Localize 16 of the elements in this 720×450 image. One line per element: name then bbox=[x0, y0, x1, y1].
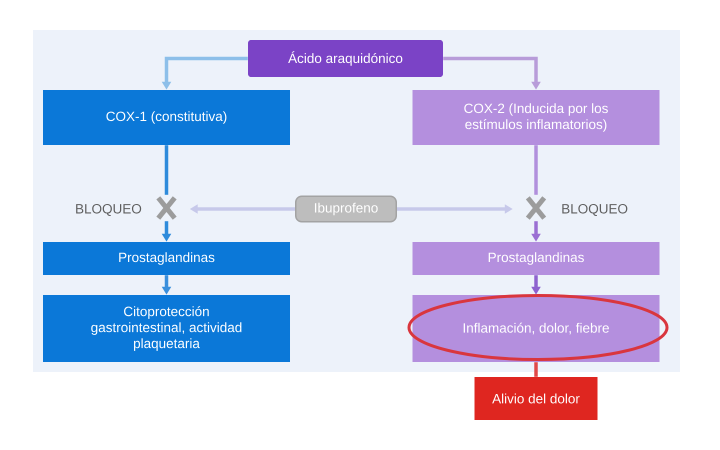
process-box: Citoprotección gastrointestinal, actividad plaquetaria bbox=[43, 295, 290, 362]
process-box: COX-2 (Inducida por los estímulos inflamatorios) bbox=[412, 90, 660, 145]
connector-line bbox=[164, 145, 168, 195]
drug-box: Ibuprofeno bbox=[295, 196, 397, 222]
result-box: Alivio del dolor bbox=[474, 377, 598, 420]
connector-line bbox=[534, 145, 538, 195]
process-box: Prostaglandinas bbox=[412, 242, 660, 275]
cross-mark bbox=[156, 196, 177, 220]
process-box: Inflamación, dolor, fiebre bbox=[412, 295, 660, 362]
cross-mark bbox=[526, 196, 546, 220]
connector-line bbox=[534, 362, 538, 377]
block-label: BLOQUEO bbox=[562, 204, 628, 216]
source-box: Ácido araquidónico bbox=[248, 40, 443, 77]
process-box: Prostaglandinas bbox=[43, 242, 290, 275]
process-box: COX-1 (constitutiva) bbox=[43, 90, 290, 145]
block-label: BLOQUEO bbox=[76, 204, 142, 216]
